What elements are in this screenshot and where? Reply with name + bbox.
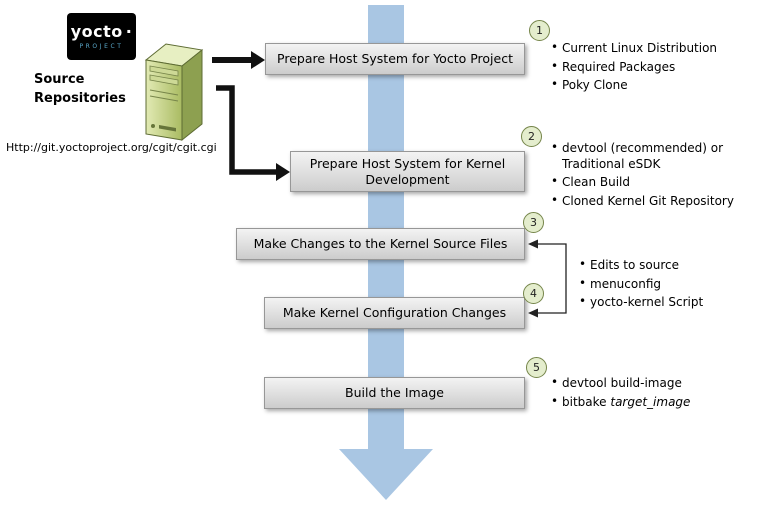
italic-term: target_image — [610, 394, 691, 409]
bullet-item: Poky Clone — [549, 77, 761, 94]
bullet-item: Edits to source — [577, 257, 739, 274]
bullet-item: Current Linux Distribution — [549, 40, 761, 57]
bullet-item: bitbake target_image — [549, 394, 745, 411]
bullet-item: devtool build-image — [549, 375, 745, 392]
yocto-logo-dot: · — [125, 21, 133, 41]
step-box-kernel-config-changes: Make Kernel Configuration Changes — [264, 297, 525, 329]
yocto-logo-subtitle: PROJECT — [79, 42, 124, 50]
bullet-item: Cloned Kernel Git Repository — [549, 193, 755, 210]
step-number-1: 1 — [529, 20, 550, 41]
step-number-4: 4 — [523, 283, 544, 304]
source-repositories-url: Http://git.yoctoproject.org/cgit/cgit.cg… — [6, 141, 217, 154]
step-box-build-image: Build the Image — [264, 377, 525, 409]
server-icon — [144, 43, 204, 142]
yocto-logo-wordmark: yocto· — [70, 21, 133, 41]
source-repositories-label: Source Repositories — [34, 72, 126, 106]
step-box-prepare-host-kernel: Prepare Host System for Kernel Developme… — [290, 151, 525, 192]
step-number-3: 3 — [523, 212, 544, 233]
step-box-prepare-host-yocto: Prepare Host System for Yocto Project — [265, 43, 525, 75]
bullet-item: menuconfig — [577, 276, 739, 293]
bullet-item: yocto-kernel Script — [577, 294, 739, 311]
step-2-notes: devtool (recommended) or Traditional eSD… — [549, 140, 755, 212]
step-5-notes: devtool build-image bitbake target_image — [549, 375, 745, 413]
arrow-to-step-2 — [216, 85, 290, 181]
bullet-item: devtool (recommended) or Traditional eSD… — [549, 140, 755, 172]
step-number-5: 5 — [526, 357, 547, 378]
bullet-item: Required Packages — [549, 59, 761, 76]
arrow-to-step-1 — [212, 51, 265, 69]
bullet-item: Clean Build — [549, 174, 755, 191]
step-1-notes: Current Linux Distribution Required Pack… — [549, 40, 761, 97]
steps-3-4-notes: Edits to source menuconfig yocto-kernel … — [577, 257, 739, 314]
step-box-make-source-changes: Make Changes to the Kernel Source Files — [236, 228, 525, 260]
step-number-2: 2 — [521, 126, 542, 147]
bracket-steps-3-4 — [528, 239, 567, 318]
yocto-logo: yocto· PROJECT — [67, 13, 136, 60]
